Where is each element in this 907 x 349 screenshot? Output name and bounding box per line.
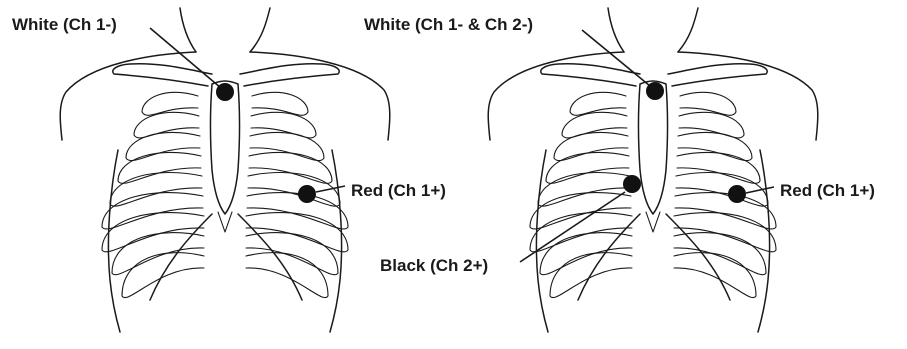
rib <box>677 152 760 183</box>
rib <box>674 213 776 252</box>
ribs-right-side <box>674 92 776 297</box>
ribs-left-side <box>530 92 632 297</box>
rib <box>675 193 776 229</box>
label-white-left: White (Ch 1-) <box>12 15 117 34</box>
ribs-left-side <box>102 92 204 297</box>
ribs-right-side <box>246 92 348 297</box>
electrode-white-right <box>646 82 664 100</box>
leader-red-left <box>316 186 345 192</box>
rib <box>246 213 348 252</box>
neck-outline-left <box>180 8 270 52</box>
clavicle-right-right <box>668 64 767 86</box>
costal-margin-left <box>150 214 302 300</box>
label-black-right: Black (Ch 2+) <box>380 256 488 275</box>
clavicle-left-right <box>541 64 640 86</box>
costal-margin-right <box>578 214 730 300</box>
rib <box>126 132 200 160</box>
electrode-black-right <box>623 175 641 193</box>
rib <box>249 152 332 183</box>
electrodes-right <box>520 30 774 262</box>
xiphoid-left <box>218 212 232 232</box>
rib <box>674 253 756 298</box>
torso-left <box>60 8 390 332</box>
neck-outline-right <box>608 8 698 52</box>
rib <box>546 152 629 183</box>
electrodes-left <box>150 28 345 203</box>
rib <box>118 152 201 183</box>
electrode-white-left <box>216 83 234 101</box>
label-red-left: Red (Ch 1+) <box>351 181 446 200</box>
leader-black-right <box>520 192 625 262</box>
rib <box>102 213 204 252</box>
rib <box>246 253 328 298</box>
electrode-red-left <box>298 185 316 203</box>
electrode-red-right <box>728 185 746 203</box>
rib <box>676 172 768 206</box>
rib <box>110 172 202 206</box>
rib <box>102 193 203 229</box>
clavicle-right-left <box>240 64 339 86</box>
rib <box>678 132 752 160</box>
rib <box>250 132 324 160</box>
rib <box>538 172 630 206</box>
sternum-right <box>639 81 668 214</box>
rib <box>247 193 348 229</box>
xiphoid-right <box>646 212 660 232</box>
label-white-right: White (Ch 1- & Ch 2-) <box>364 15 533 34</box>
rib <box>554 132 628 160</box>
label-red-right: Red (Ch 1+) <box>780 181 875 200</box>
torso-right <box>488 8 818 332</box>
